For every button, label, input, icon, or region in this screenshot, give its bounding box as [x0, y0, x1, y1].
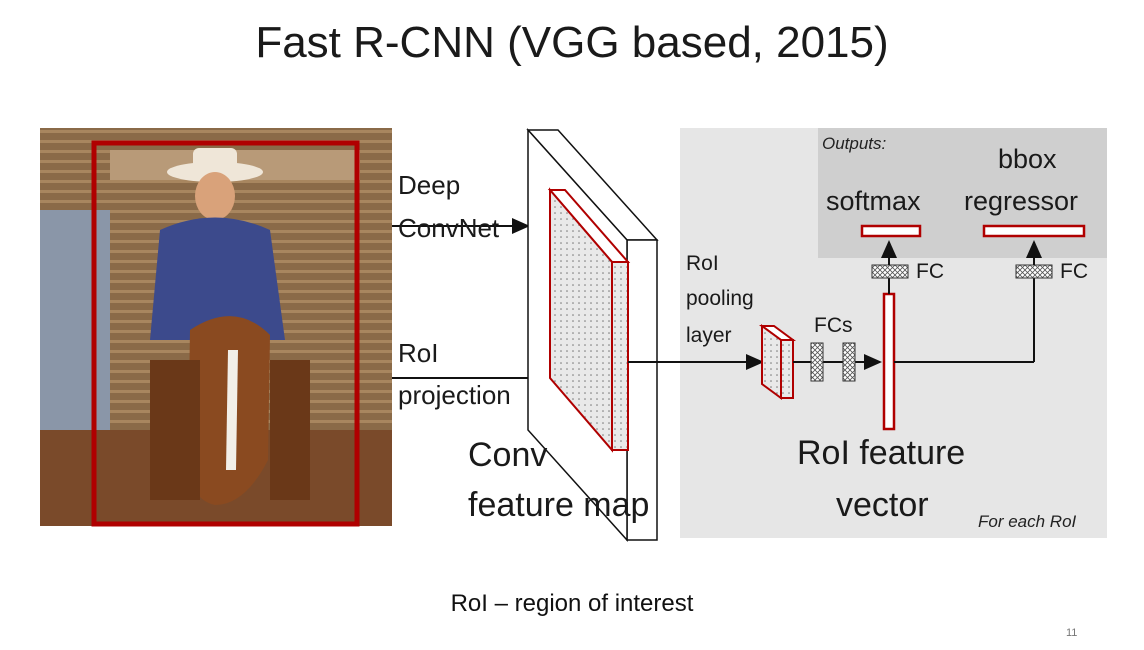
- page-number: 11: [1066, 627, 1078, 639]
- roi-pooling-label-1: RoI: [686, 252, 719, 275]
- slide-title: Fast R-CNN (VGG based, 2015): [255, 18, 889, 67]
- bbox-regressor-output: [982, 224, 1086, 238]
- outputs-label: Outputs:: [822, 134, 887, 153]
- roi-pooling-label-2: pooling: [686, 287, 754, 310]
- fc-bbox-layer: [1015, 264, 1053, 279]
- roi-pooling-label-3: layer: [686, 324, 732, 347]
- for-each-roi-label: For each RoI: [978, 512, 1077, 531]
- roi-label: RoI: [398, 338, 439, 368]
- deep-label: Deep: [398, 170, 461, 200]
- convnet-label: ConvNet: [398, 213, 500, 243]
- vector-label: vector: [836, 486, 929, 524]
- roi-projection-region: [547, 187, 631, 453]
- feature-map-label: feature map: [468, 486, 650, 524]
- conv-label: Conv: [468, 436, 548, 474]
- fc-softmax-layer: [871, 264, 909, 279]
- roi-feature-label: RoI feature: [797, 434, 966, 472]
- fc-layer-1: [810, 342, 824, 382]
- fc-softmax-label: FC: [916, 260, 944, 283]
- roi-feature-vector: [882, 292, 896, 431]
- projection-label: projection: [398, 380, 511, 410]
- softmax-output: [860, 224, 922, 238]
- input-photo: [40, 128, 392, 526]
- roi-box: [91, 140, 360, 527]
- regressor-label: regressor: [964, 186, 1079, 216]
- fc-layer-2: [842, 342, 856, 382]
- bbox-label: bbox: [998, 144, 1057, 174]
- fc-bbox-label: FC: [1060, 260, 1088, 283]
- softmax-label: softmax: [826, 186, 921, 216]
- roi-definition: RoI – region of interest: [450, 590, 694, 617]
- fcs-label: FCs: [814, 314, 853, 337]
- roi-pooling-block: [758, 324, 797, 400]
